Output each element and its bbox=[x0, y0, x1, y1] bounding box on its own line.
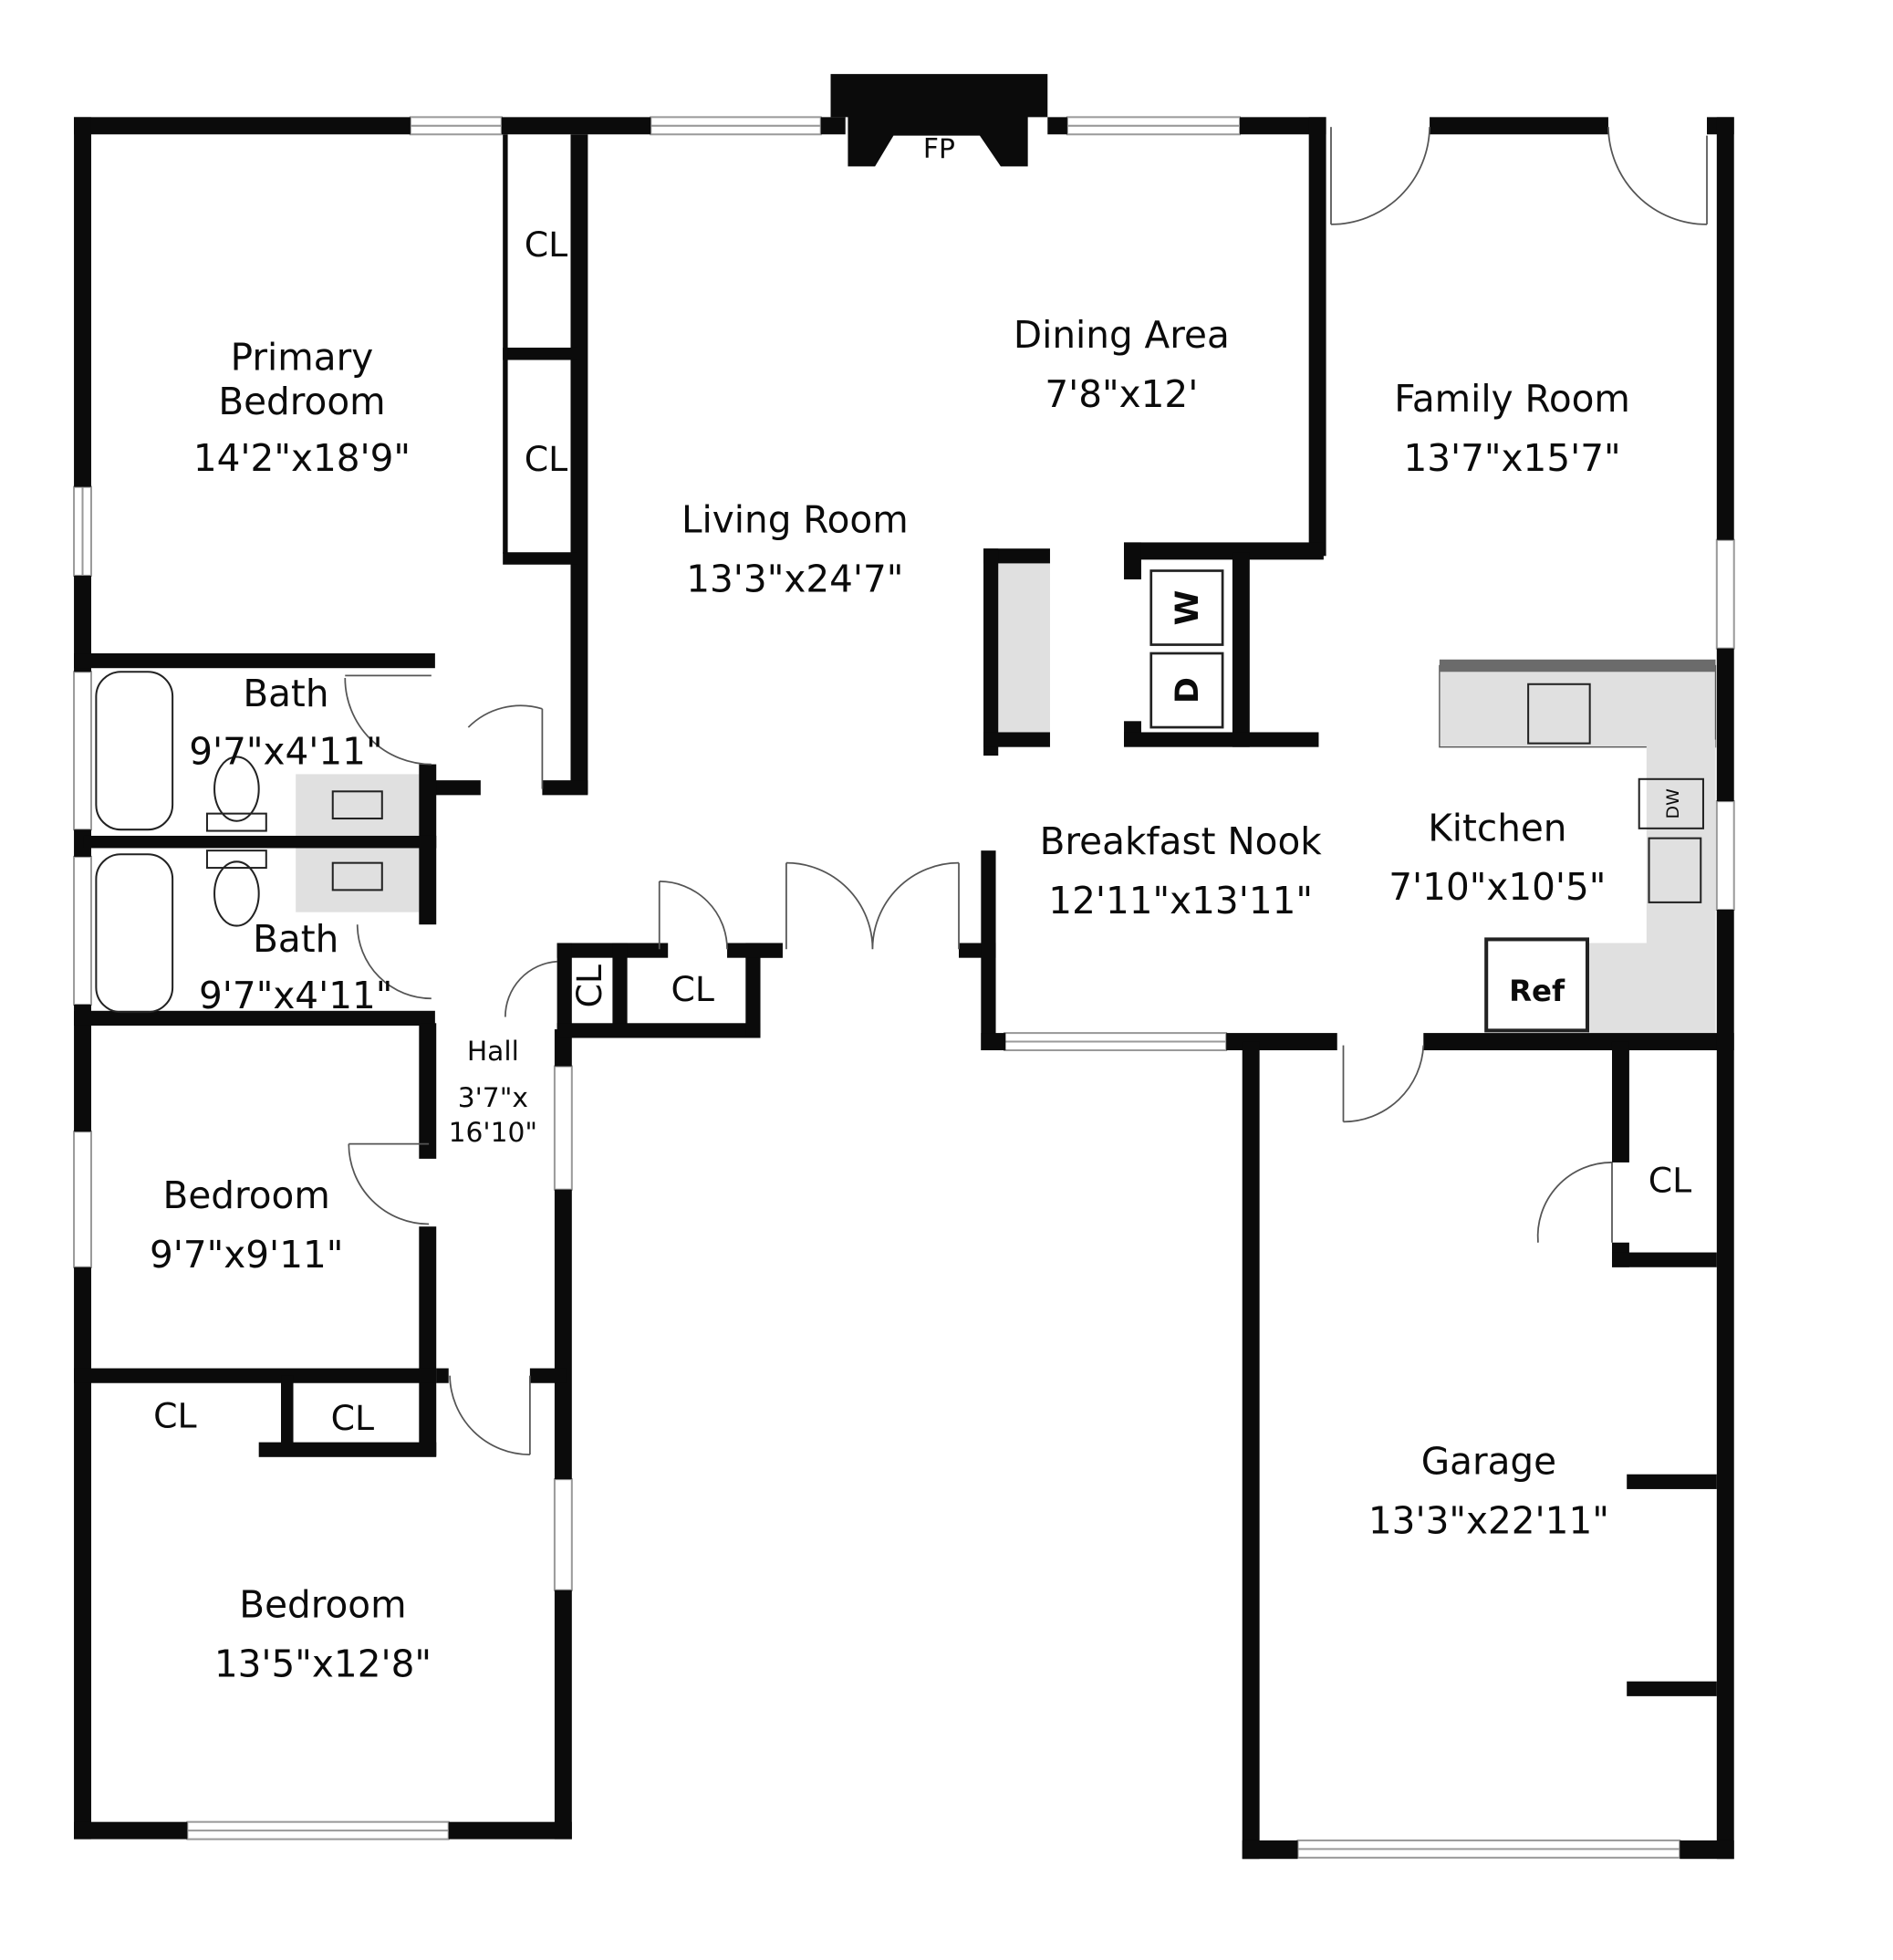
svg-text:9'7"x9'11": 9'7"x9'11" bbox=[150, 1233, 343, 1277]
svg-text:CL: CL bbox=[569, 964, 609, 1007]
svg-text:13'3"x24'7": 13'3"x24'7" bbox=[686, 557, 903, 600]
refrigerator-icon bbox=[1484, 937, 1590, 1033]
kitchen-counters bbox=[296, 560, 1717, 1034]
svg-text:9'7"x4'11": 9'7"x4'11" bbox=[189, 730, 382, 774]
svg-text:Ref: Ref bbox=[1509, 974, 1565, 1008]
svg-text:Living Room: Living Room bbox=[681, 498, 909, 542]
bath-fixtures bbox=[95, 569, 1704, 1033]
svg-text:3'7"x: 3'7"x bbox=[458, 1082, 528, 1114]
svg-text:D: D bbox=[1169, 677, 1206, 704]
svg-text:Bedroom: Bedroom bbox=[239, 1582, 406, 1626]
svg-text:Garage: Garage bbox=[1421, 1440, 1556, 1484]
dishwasher-icon bbox=[1638, 777, 1704, 829]
svg-text:Bedroom: Bedroom bbox=[218, 380, 385, 423]
svg-text:Bath: Bath bbox=[243, 672, 328, 715]
svg-text:CL: CL bbox=[153, 1395, 196, 1435]
svg-text:14'2"x18'9": 14'2"x18'9" bbox=[193, 436, 411, 480]
kitchen-sink-icon bbox=[1648, 837, 1702, 903]
svg-text:Primary: Primary bbox=[231, 335, 374, 379]
svg-text:DW: DW bbox=[1663, 788, 1683, 819]
svg-text:Breakfast Nook: Breakfast Nook bbox=[1040, 819, 1323, 863]
svg-text:13'3"x22'11": 13'3"x22'11" bbox=[1368, 1499, 1609, 1543]
stove-icon bbox=[1527, 683, 1591, 745]
svg-text:Family Room: Family Room bbox=[1394, 377, 1630, 421]
svg-text:7'10"x10'5": 7'10"x10'5" bbox=[1389, 865, 1606, 909]
bathtub-icon bbox=[95, 671, 174, 831]
svg-text:Bath: Bath bbox=[253, 917, 338, 961]
toilet-icon bbox=[213, 756, 260, 822]
svg-text:Bedroom: Bedroom bbox=[163, 1173, 330, 1217]
dryer-icon bbox=[1149, 652, 1224, 729]
bathtub-icon bbox=[95, 853, 174, 1014]
svg-text:CL: CL bbox=[331, 1398, 374, 1438]
sink-icon bbox=[331, 861, 383, 891]
svg-text:CL: CL bbox=[525, 439, 567, 479]
svg-text:13'5"x12'8": 13'5"x12'8" bbox=[214, 1642, 432, 1685]
sink-icon bbox=[331, 790, 383, 820]
svg-text:Dining Area: Dining Area bbox=[1014, 313, 1230, 357]
room-labels: Primary Bedroom 14'2"x18'9" Living Room … bbox=[150, 133, 1691, 1685]
toilet-icon bbox=[213, 860, 260, 927]
svg-text:CL: CL bbox=[1649, 1160, 1691, 1200]
svg-text:FP: FP bbox=[923, 133, 955, 165]
svg-text:W: W bbox=[1169, 590, 1206, 626]
svg-text:Hall: Hall bbox=[467, 1036, 519, 1068]
svg-text:9'7"x4'11": 9'7"x4'11" bbox=[199, 974, 392, 1017]
svg-text:13'7"x15'7": 13'7"x15'7" bbox=[1403, 436, 1620, 480]
svg-text:CL: CL bbox=[671, 969, 713, 1009]
washer-icon bbox=[1149, 569, 1224, 646]
svg-text:Kitchen: Kitchen bbox=[1428, 806, 1566, 850]
svg-text:7'8"x12': 7'8"x12' bbox=[1045, 372, 1198, 416]
svg-text:12'11"x13'11": 12'11"x13'11" bbox=[1048, 879, 1313, 923]
svg-text:16'10": 16'10" bbox=[449, 1117, 537, 1149]
door-swings bbox=[344, 127, 1708, 1455]
walls bbox=[74, 74, 1734, 1860]
svg-text:CL: CL bbox=[525, 224, 567, 265]
